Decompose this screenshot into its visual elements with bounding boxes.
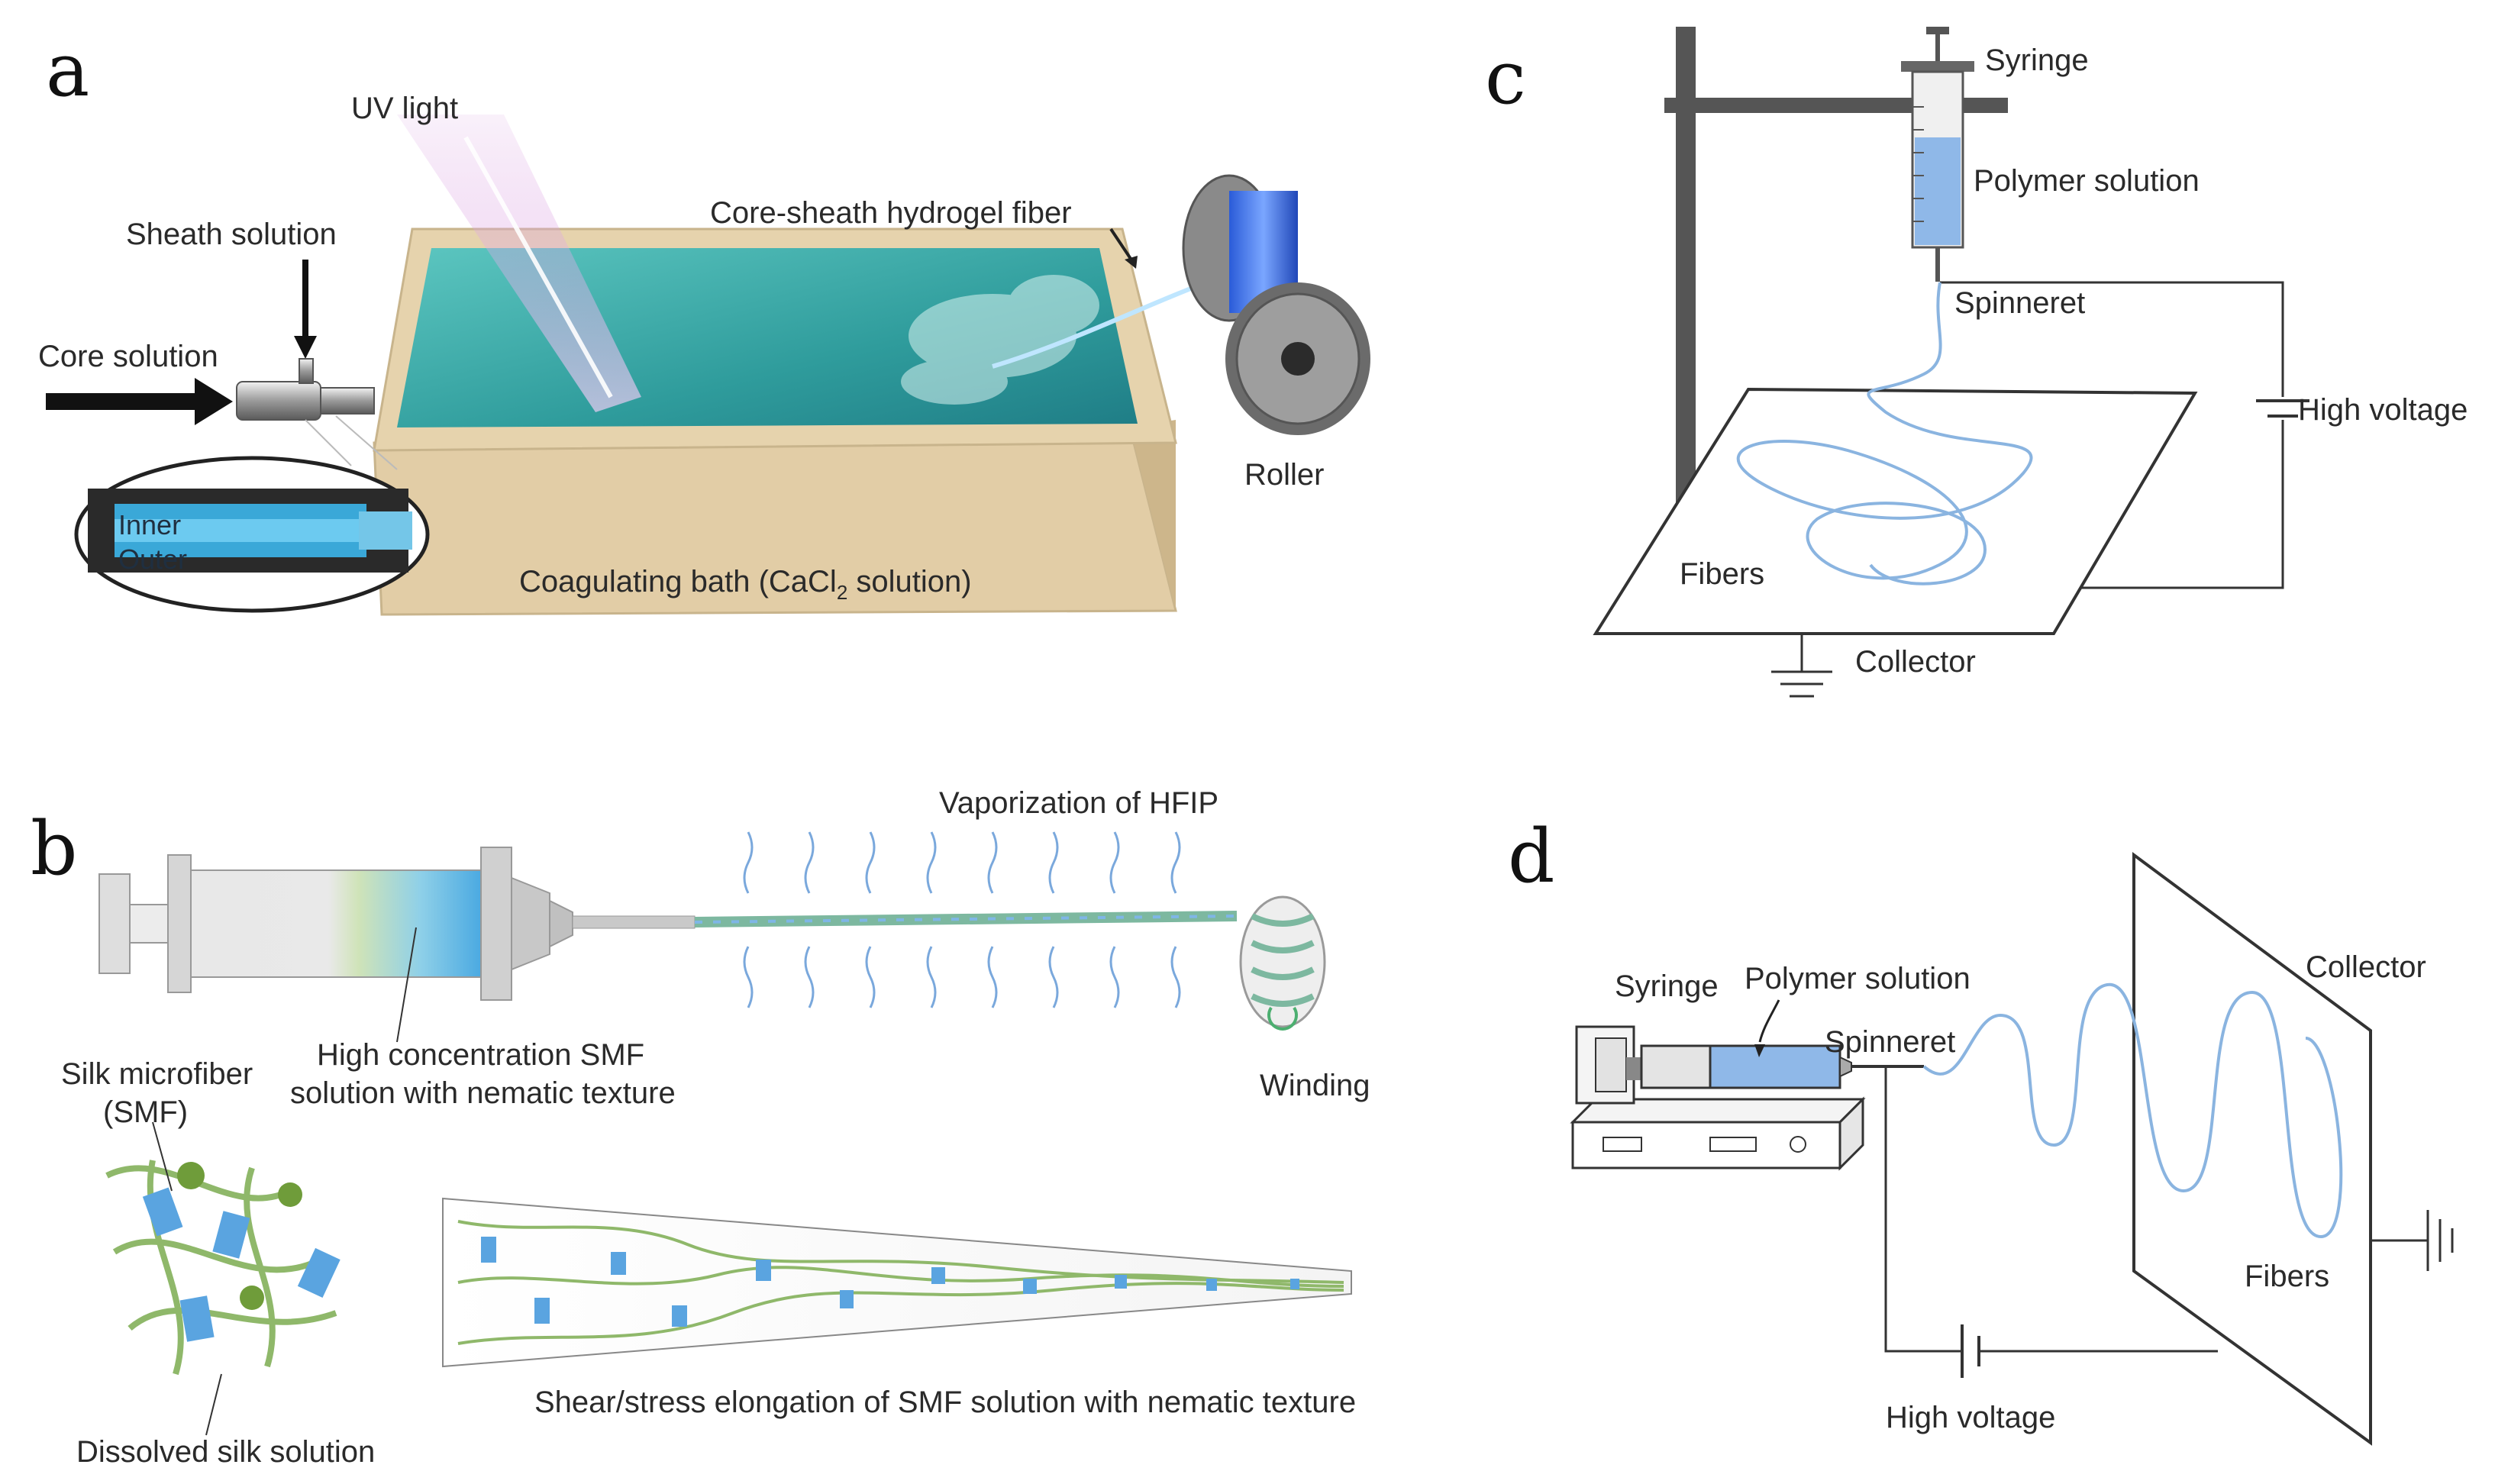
panel-d: d Syringe Polymer solution Spinneret Col… (1508, 814, 2454, 1446)
syringe-pump (1570, 1025, 1866, 1171)
fiber-coil-d (1922, 982, 2343, 1239)
panel-a-letter: a (46, 27, 89, 113)
fibers-c-label: Fibers (1680, 557, 1764, 591)
silk-cluster (105, 1160, 341, 1376)
syringe-c-label: Syringe (1985, 44, 2089, 77)
roller-label: Roller (1244, 458, 1324, 492)
syringe-d-label: Syringe (1615, 969, 1719, 1003)
spinneret-d-label: Spinneret (1825, 1025, 1955, 1059)
fiber-foam (901, 275, 1099, 405)
core-solution-label: Core solution (38, 340, 218, 373)
core-sheath-fiber-label: Core-sheath hydrogel fiber (710, 196, 1072, 230)
silk-pointer (152, 1121, 173, 1192)
inset-inner-label: Inner (118, 509, 181, 540)
panel-c-letter: c (1485, 35, 1526, 121)
panel-a: a UV light Core-sheath hydrogel fiber (38, 27, 1370, 616)
cone-blocks (481, 1237, 1299, 1327)
inset-outer-label: Outer (118, 544, 187, 575)
uv-light-label: UV light (351, 92, 458, 125)
collector-c-label: Collector (1855, 645, 1976, 679)
panel-d-letter: d (1508, 814, 1554, 899)
dissolved-silk-label: Dissolved silk solution (76, 1435, 375, 1469)
fiber-pointer-arrowhead (1125, 256, 1138, 269)
shear-elongation-label: Shear/stress elongation of SMF solution … (534, 1386, 1356, 1419)
nozzle-inset (74, 456, 430, 613)
winding-label: Winding (1260, 1069, 1370, 1102)
bath-label: Coagulating bath (CaCl2 solution) (519, 565, 972, 604)
silk-microfiber-line2: (SMF) (103, 1095, 188, 1129)
spun-fiber (694, 911, 1238, 928)
vaporization-label: Vaporization of HFIP (939, 786, 1218, 820)
polymer-solution-c-label: Polymer solution (1974, 164, 2200, 198)
shear-elongation-cone (442, 1197, 1352, 1368)
silk-microfiber-line1: Silk microfiber (61, 1057, 253, 1091)
coaxial-nozzle (236, 358, 375, 421)
sheath-arrow-head (294, 336, 317, 359)
sheath-solution-label: Sheath solution (126, 218, 337, 251)
collector-plate-d (2132, 852, 2372, 1446)
bath-side-face (1130, 420, 1176, 611)
panel-c: c Syringe Polymer solution Spinneret (1485, 27, 2468, 698)
wire-top (1940, 281, 2284, 397)
syringe-b (98, 847, 696, 1001)
high-voltage-d-label: High voltage (1886, 1401, 2055, 1434)
uv-light-ray (463, 136, 613, 398)
syringe-c (1901, 27, 1974, 282)
roller (1182, 174, 1370, 435)
high-conc-pointer (396, 927, 417, 1043)
zoom-line-2 (335, 415, 398, 470)
high-voltage-c-label: High voltage (2298, 393, 2468, 427)
collector-plate-c (1593, 387, 2198, 635)
panel-b: b (31, 786, 1370, 1469)
fibers-d-label: Fibers (2245, 1260, 2329, 1293)
fiber-coil-c (1737, 282, 2033, 586)
collector-d-label: Collector (2306, 950, 2426, 984)
polymer-pointer-head (1754, 1044, 1765, 1057)
polymer-solution-d-label: Polymer solution (1745, 962, 1971, 995)
vapor-arrows (743, 831, 1181, 1008)
fiber-pointer-arrow (1109, 227, 1135, 265)
high-conc-line1: High concentration SMF (317, 1038, 644, 1072)
winding-spool (1239, 895, 1326, 1031)
cone-fibers (457, 1220, 1344, 1345)
wire-bottom (2054, 420, 2284, 589)
syringe-d (1626, 1044, 1924, 1089)
core-arrow-head (195, 378, 233, 425)
core-sheath-fiber-strand (992, 280, 1208, 369)
high-conc-line2: solution with nematic texture (290, 1076, 676, 1110)
wire-left (1884, 1066, 1962, 1353)
zoom-line-1 (305, 419, 352, 466)
panel-b-letter: b (31, 806, 77, 892)
spinneret-c-label: Spinneret (1954, 286, 2085, 320)
dissolved-pointer (205, 1373, 222, 1436)
polymer-pointer (1758, 999, 1780, 1043)
core-arrow-shaft (46, 393, 199, 410)
